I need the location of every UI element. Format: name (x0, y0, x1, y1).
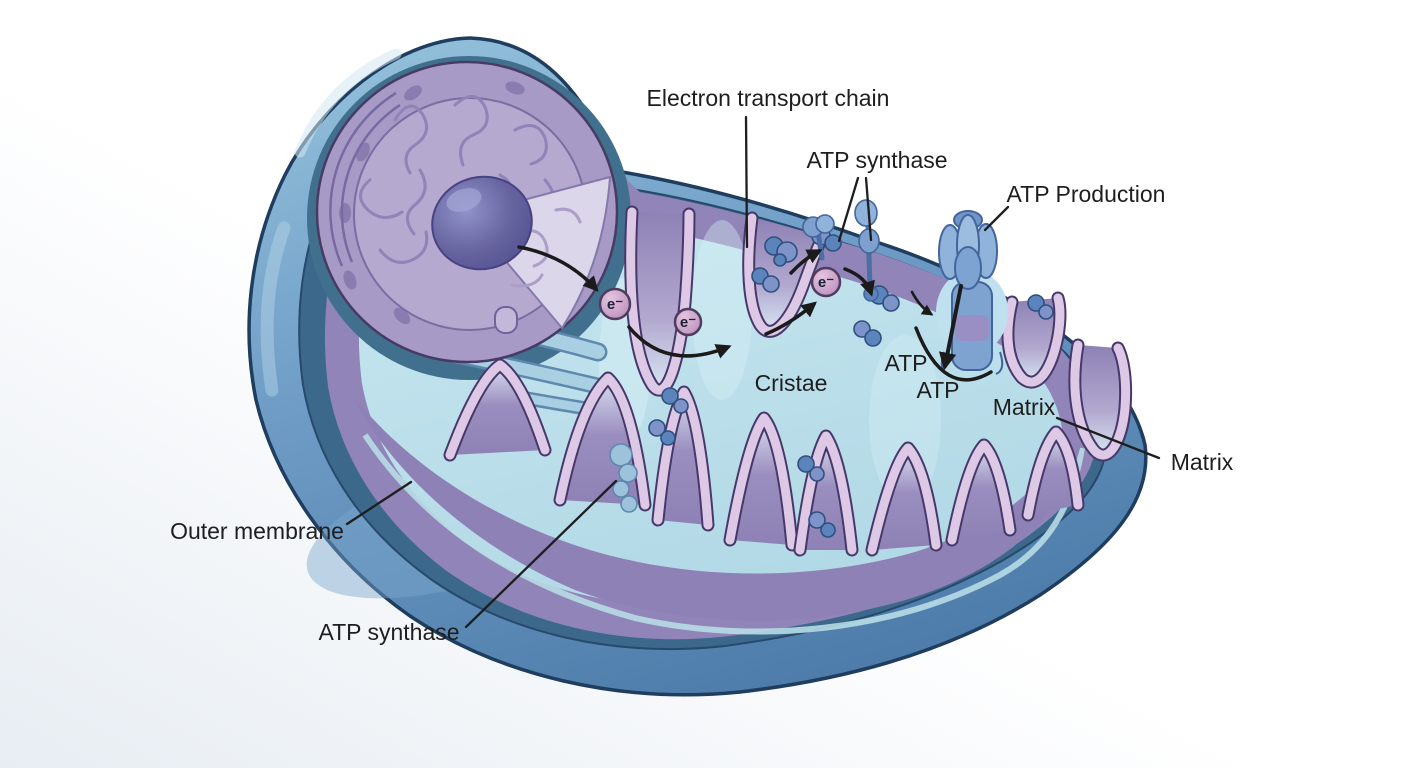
atp-synthase-protein-chain (609, 443, 638, 513)
electron-transport-protein (764, 236, 798, 267)
disc-knob (494, 306, 518, 334)
label-atp-2: ATP (916, 377, 959, 403)
electron-flow-arrow (764, 301, 817, 336)
electron-flow-arrow (789, 249, 823, 275)
leader-line (837, 176, 860, 243)
leader-lines (345, 115, 1161, 629)
label-atp-synthase-top: ATP synthase (806, 147, 947, 173)
membrane-highlight-top (294, 48, 402, 158)
cross-section-disc (315, 60, 619, 364)
synthase-head (938, 210, 998, 290)
atp-flow-arc (914, 326, 993, 382)
leader-line (464, 479, 618, 629)
label-atp-1: ATP (884, 350, 927, 376)
protein-complexes (609, 199, 1054, 538)
leader-line (345, 480, 413, 526)
leader-line (744, 115, 749, 249)
electron-flow-arrow (517, 245, 599, 292)
granule-highlight (446, 188, 482, 212)
label-electron-transport-chain: Electron transport chain (647, 85, 890, 111)
electron-transport-protein (853, 320, 882, 347)
electron-transport-protein (808, 511, 836, 538)
electron-symbol: e⁻ (818, 274, 834, 291)
electron-marker: e⁻ (598, 287, 632, 321)
electron-symbol: e⁻ (607, 296, 623, 313)
electron-marker: e⁻ (673, 307, 703, 337)
membrane-highlight-left (260, 221, 291, 397)
crista (1021, 425, 1085, 522)
electron-transport-protein (1027, 294, 1054, 320)
electron-markers: e⁻ e⁻ e⁻ (598, 266, 842, 337)
diagram-labels: Electron transport chain ATP synthase AT… (170, 85, 1234, 645)
label-matrix-outer: Matrix (1171, 449, 1234, 475)
leader-line (1055, 416, 1161, 460)
label-cristae: Cristae (755, 370, 828, 396)
crista (1068, 338, 1133, 462)
electron-transport-protein (751, 267, 780, 293)
leader-line (864, 176, 873, 242)
label-outer-membrane: Outer membrane (170, 518, 344, 544)
crista (865, 441, 943, 557)
electron-transport-protein (797, 455, 825, 482)
electron-symbol: e⁻ (680, 314, 696, 331)
atp-synthase-complex-large (936, 210, 1008, 375)
crista (443, 358, 552, 462)
bottom-purple-band (352, 395, 1082, 621)
electron-marker: e⁻ (810, 266, 842, 298)
inner-membrane-arc (329, 91, 401, 267)
label-matrix-inner: Matrix (993, 394, 1056, 420)
electron-transport-protein (661, 387, 689, 414)
atp-flow-hook (910, 290, 934, 316)
label-atp-synthase-bottom: ATP synthase (318, 619, 459, 645)
crista (651, 385, 715, 532)
label-atp-production: ATP Production (1007, 181, 1166, 207)
leader-line (983, 205, 1010, 232)
crista (624, 205, 696, 397)
crista (945, 438, 1017, 547)
inner-membrane-strip (362, 433, 1085, 635)
crista (723, 411, 799, 552)
electron-transport-protein (648, 419, 676, 446)
electron-flow-arrow (627, 325, 732, 359)
atp-synthase-protein (802, 214, 835, 261)
flow-arrows (517, 245, 993, 382)
atp-synthase-protein (854, 199, 880, 302)
atp-flow-arrow (938, 284, 963, 371)
crista (1001, 291, 1067, 389)
electron-flow-arrow (843, 267, 875, 297)
